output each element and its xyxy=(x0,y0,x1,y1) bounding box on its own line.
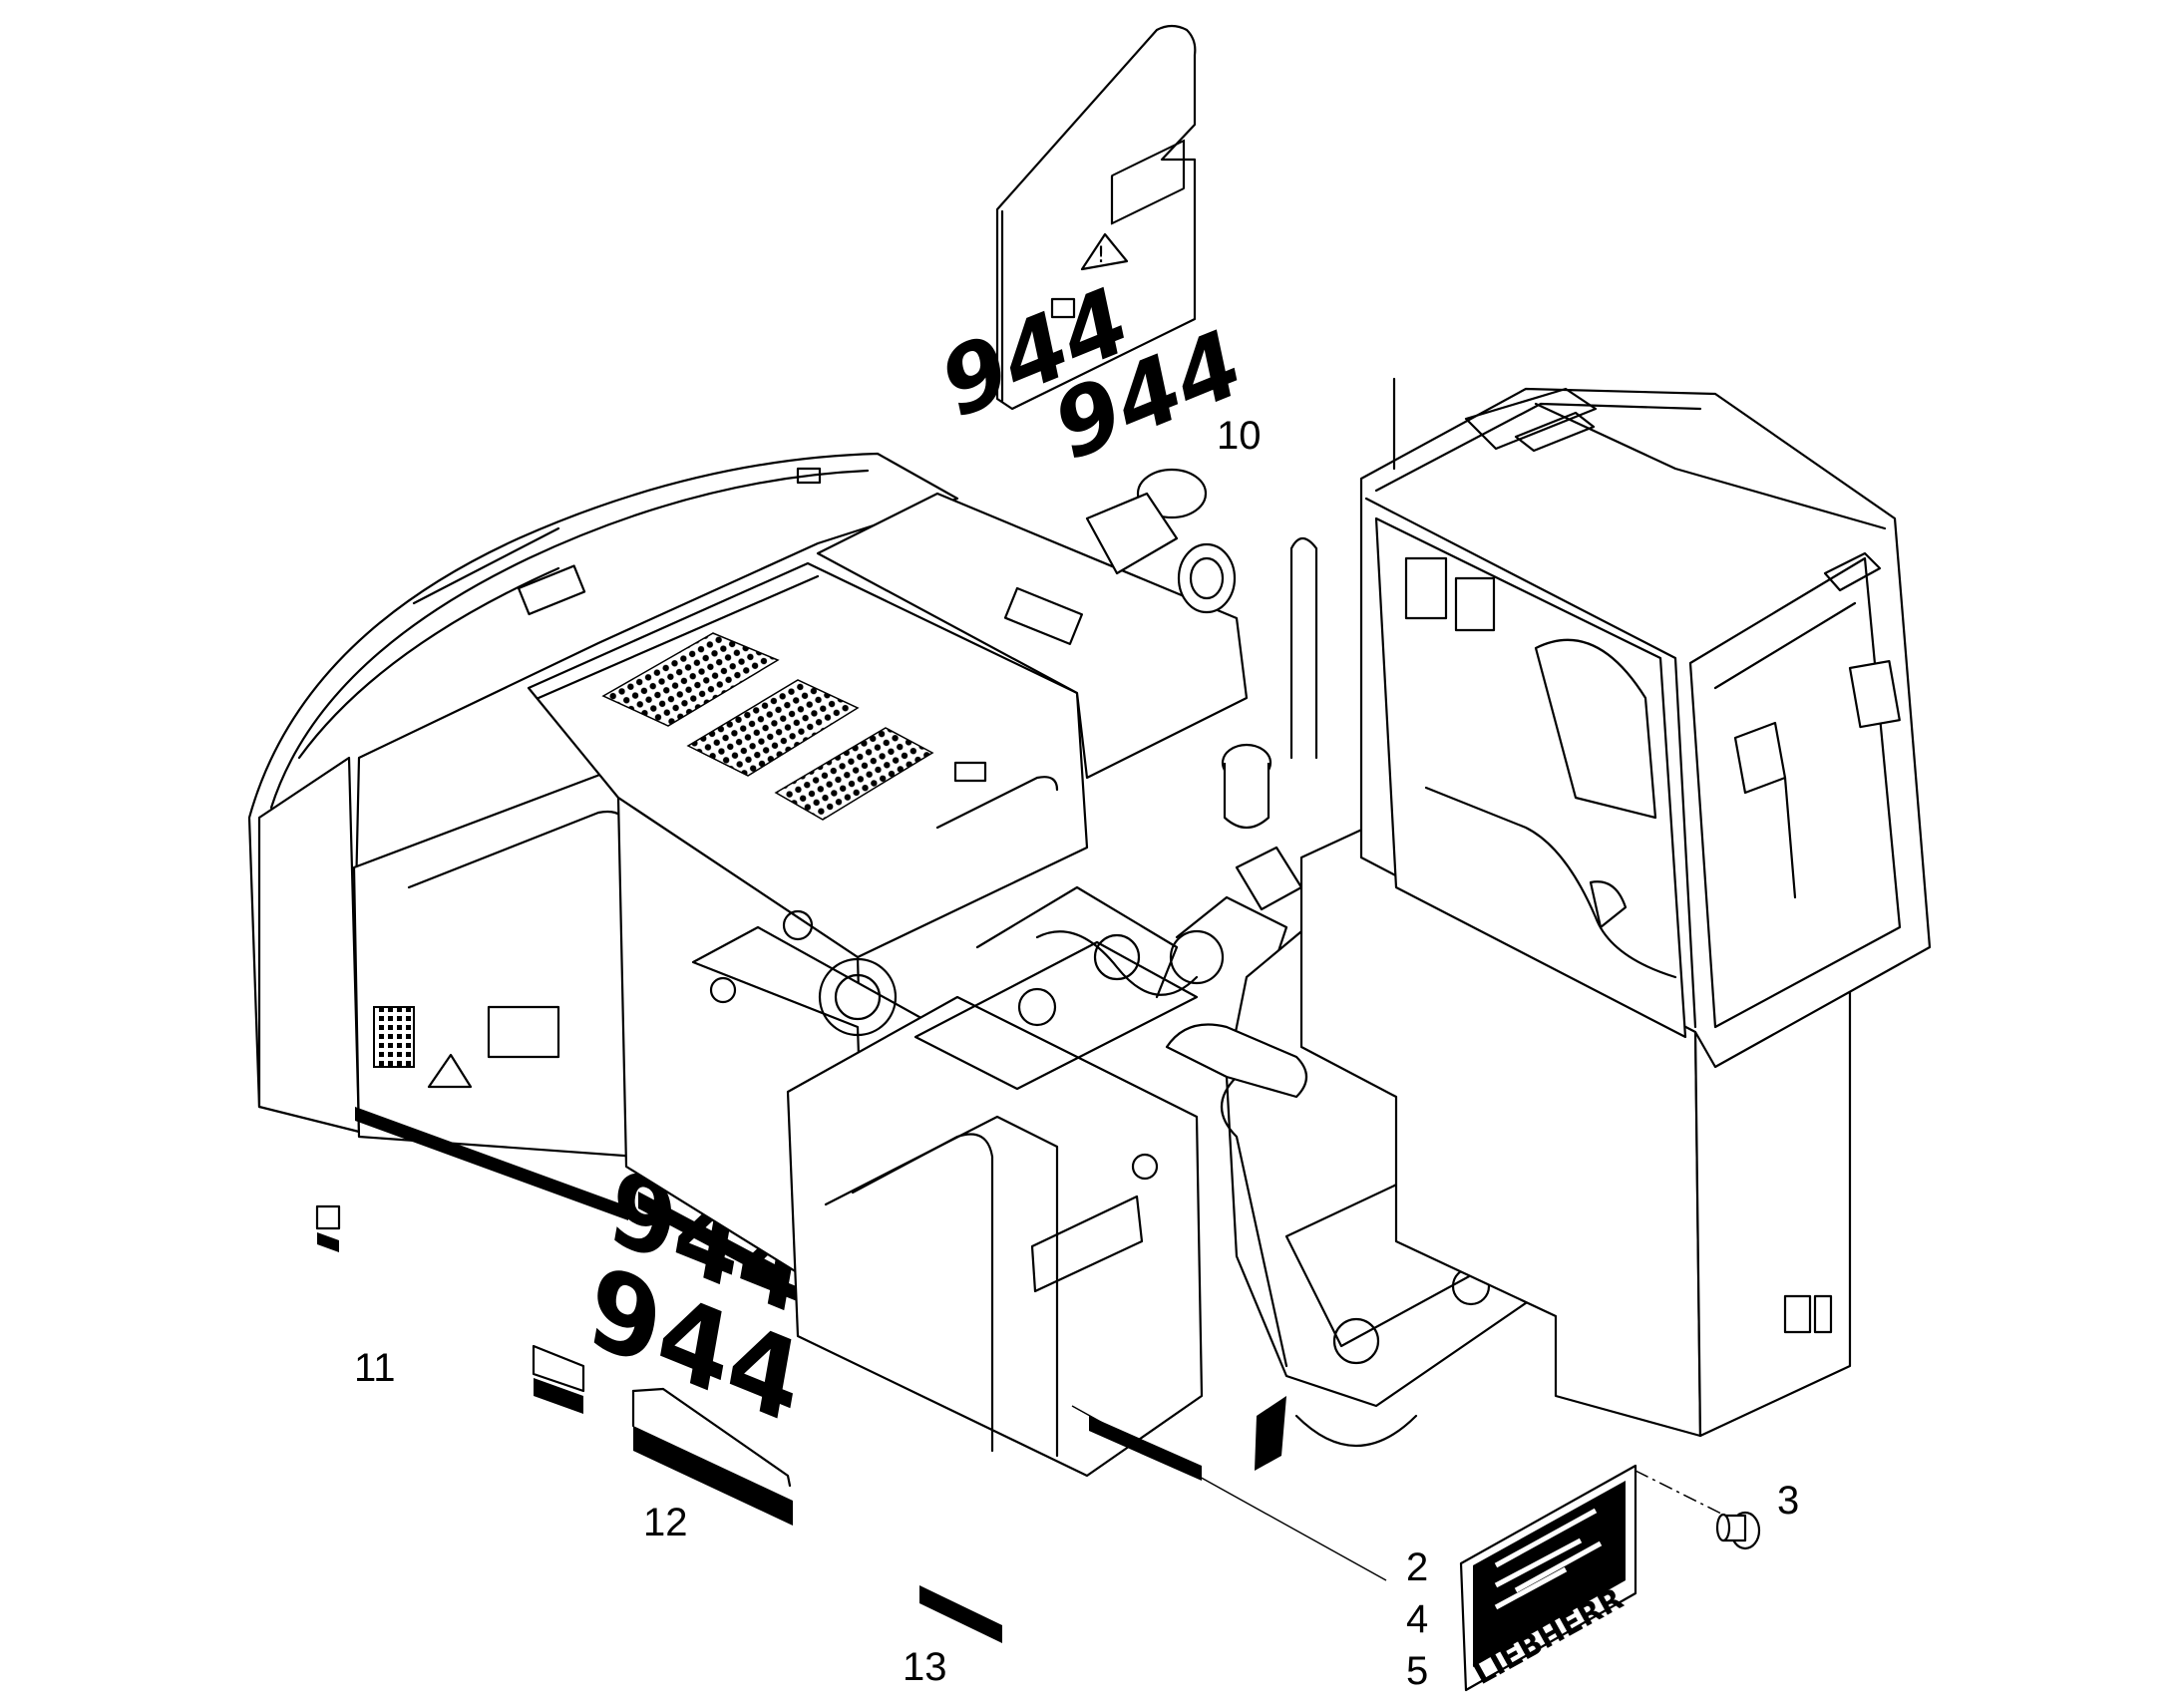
hydraulic-cylinder xyxy=(1221,743,1303,911)
svg-text:!: ! xyxy=(1097,243,1106,268)
callout-4: 4 xyxy=(1406,1597,1428,1641)
engine-grill xyxy=(601,632,934,821)
air-filter xyxy=(1085,468,1237,614)
excavator-uppercarriage: 944 xyxy=(247,377,1932,1481)
callout-11: 11 xyxy=(354,1346,396,1390)
warning-triangle-icon-side xyxy=(427,1053,473,1089)
callout-3: 3 xyxy=(1777,1479,1799,1523)
type-plate: LIEBHERR xyxy=(1071,1405,1637,1692)
rivet xyxy=(1635,1470,1761,1550)
callout-2: 2 xyxy=(1406,1545,1428,1589)
callout-10: 10 xyxy=(1217,414,1262,458)
callout-12: 12 xyxy=(643,1501,688,1544)
callout-13: 13 xyxy=(903,1645,947,1689)
decal-short-stripe xyxy=(919,1585,1002,1643)
warning-triangle-icon xyxy=(1080,232,1129,271)
operator-cab xyxy=(1359,387,1932,1069)
callout-5: 5 xyxy=(1406,1649,1428,1693)
decal-stripe xyxy=(631,1387,793,1526)
